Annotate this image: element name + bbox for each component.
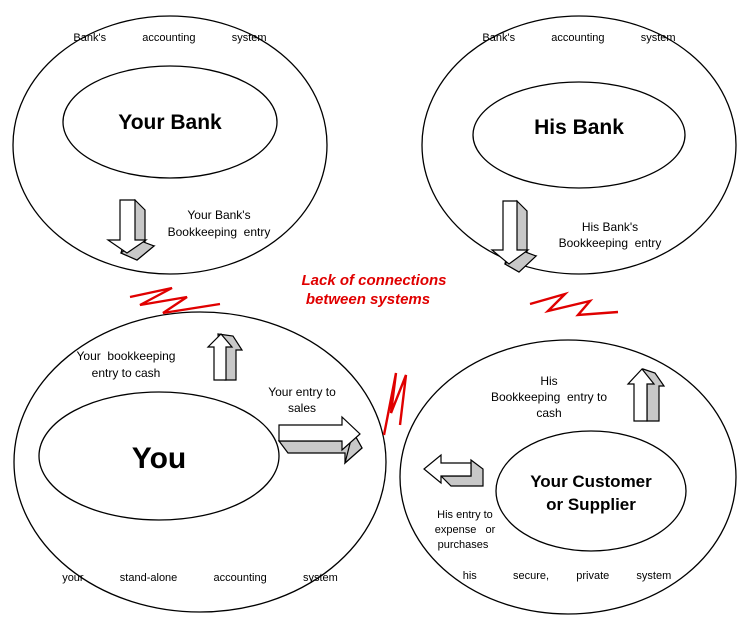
lightning-break-icon bbox=[382, 372, 408, 436]
his-bank-entry-line2: Bookkeeping entry bbox=[559, 236, 662, 250]
customer-system-boundary bbox=[399, 339, 737, 615]
customer-expense-entry-line1: His entry to bbox=[437, 509, 493, 521]
you-system: your stand-alone accounting system You Y… bbox=[13, 311, 387, 613]
his-bank-system-boundary bbox=[421, 15, 737, 275]
up-arrow-icon bbox=[626, 368, 666, 422]
you-sales-entry-line2: sales bbox=[288, 401, 316, 415]
lightning-break-icon bbox=[129, 286, 221, 315]
customer-system-label: his secure, private system bbox=[463, 570, 672, 582]
warning-line1: Lack of connections bbox=[301, 272, 446, 289]
customer-system: his secure, private system Your Customer… bbox=[399, 339, 737, 615]
customer-cash-entry-line3: cash bbox=[536, 406, 561, 420]
your-bank-system: Bank's accounting system Your Bank Your … bbox=[12, 15, 328, 275]
your-bank-entry-line2: Bookkeeping entry bbox=[168, 225, 271, 239]
customer-expense-entry-line2: expense or bbox=[435, 524, 496, 536]
your-bank-system-label: Bank's accounting system bbox=[73, 32, 266, 44]
your-bank-title: Your Bank bbox=[118, 111, 222, 134]
your-bank-system-boundary bbox=[12, 15, 328, 275]
warning-line2: between systems bbox=[306, 291, 430, 308]
customer-expense-entry-line3: purchases bbox=[438, 539, 489, 551]
down-arrow-icon bbox=[490, 199, 538, 273]
his-bank-entry-line1: His Bank's bbox=[582, 220, 638, 234]
customer-node bbox=[495, 430, 687, 552]
up-arrow-icon bbox=[206, 333, 244, 381]
you-system-label: your stand-alone accounting system bbox=[62, 572, 338, 584]
you-sales-entry-line1: Your entry to bbox=[268, 385, 336, 399]
down-arrow-icon bbox=[106, 198, 156, 261]
customer-cash-entry-line1: His bbox=[540, 374, 557, 388]
you-cash-entry-line2: entry to cash bbox=[92, 366, 161, 380]
connection-break-annotation: Lack of connections between systems bbox=[129, 272, 619, 436]
you-node bbox=[38, 391, 280, 521]
customer-cash-entry-line2: Bookkeeping entry to bbox=[491, 390, 607, 404]
you-cash-entry-line1: Your bookkeeping bbox=[77, 349, 176, 363]
your-bank-entry-line1: Your Bank's bbox=[187, 208, 250, 222]
his-bank-node bbox=[472, 81, 686, 189]
his-bank-title: His Bank bbox=[534, 116, 624, 139]
customer-title-line1: Your Customer bbox=[530, 472, 652, 491]
your-bank-node bbox=[62, 65, 278, 179]
you-system-boundary bbox=[13, 311, 387, 613]
his-bank-system: Bank's accounting system His Bank His Ba… bbox=[421, 15, 737, 275]
you-title: You bbox=[132, 442, 186, 475]
right-arrow-icon bbox=[277, 415, 363, 465]
left-arrow-icon bbox=[423, 453, 484, 487]
his-bank-system-label: Bank's accounting system bbox=[482, 32, 675, 44]
lightning-break-icon bbox=[529, 291, 619, 317]
customer-title-line2: or Supplier bbox=[546, 495, 636, 514]
